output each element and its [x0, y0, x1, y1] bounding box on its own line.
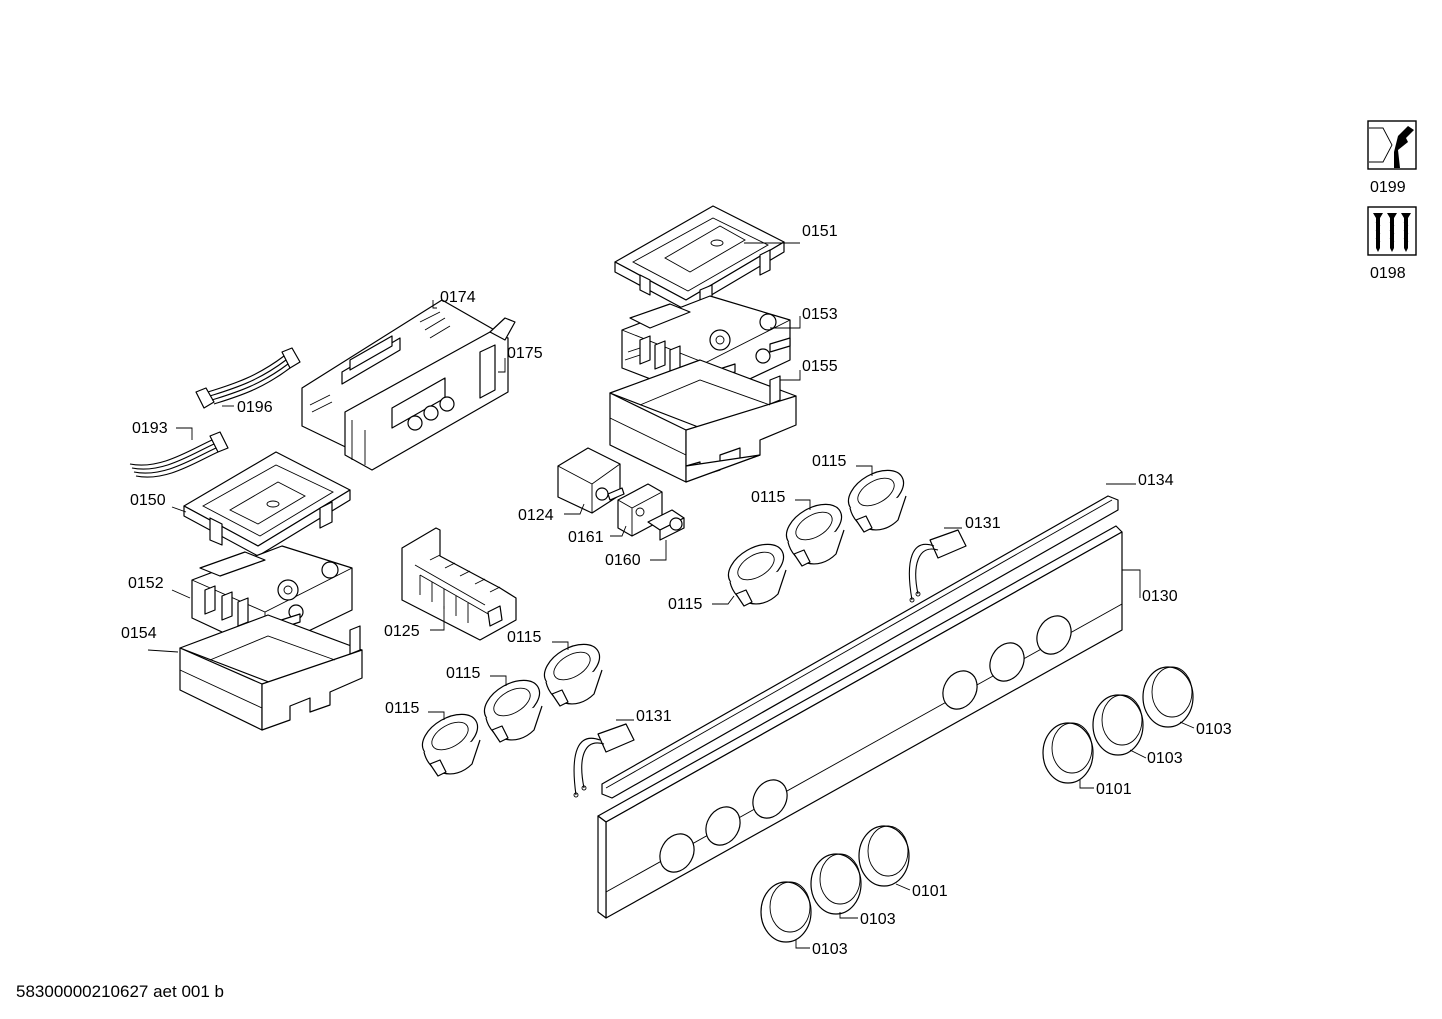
label-0160: 0160	[605, 552, 641, 569]
selector-switch-0124	[557, 447, 625, 514]
knob-0103-bottom-b	[760, 881, 812, 943]
label-0134: 0134	[1138, 472, 1174, 489]
label-0125: 0125	[384, 623, 420, 640]
label-0115-c: 0115	[668, 596, 703, 613]
holder-0161	[617, 483, 663, 537]
knob-0103-bottom-a	[810, 853, 862, 915]
label-0151: 0151	[802, 223, 838, 240]
control-panel-0130	[597, 525, 1123, 919]
label-0154: 0154	[121, 625, 157, 642]
knob-holder-0115-lower-c	[421, 713, 481, 777]
label-0103-b: 0103	[1147, 750, 1183, 767]
document-id: 58300000210627 aet 001 b	[16, 982, 224, 1001]
label-0115-a: 0115	[812, 453, 847, 470]
wrench-icon[interactable]	[1367, 120, 1417, 170]
lamp-socket-0131-upper	[908, 529, 967, 603]
knob-0103-right-b	[1092, 694, 1144, 756]
label-0152: 0152	[128, 575, 164, 592]
lamp-0160	[647, 509, 685, 541]
label-0196: 0196	[237, 399, 273, 416]
label-0101-b: 0101	[912, 883, 948, 900]
label-0115-d: 0115	[507, 629, 542, 646]
label-0161: 0161	[568, 529, 604, 546]
housing-0155	[609, 359, 797, 483]
bracket-0175	[344, 317, 516, 471]
label-0150: 0150	[130, 492, 166, 509]
label-0131-a: 0131	[965, 515, 1001, 532]
label-0175: 0175	[507, 345, 543, 362]
screws-icon[interactable]	[1367, 206, 1417, 256]
module-cover-0151	[614, 205, 785, 313]
label-0115-b: 0115	[751, 489, 786, 506]
knob-0101-bottom	[858, 825, 910, 887]
wrench-label: 0199	[1370, 179, 1406, 196]
trim-strip-0134	[601, 495, 1119, 799]
module-cover-0150	[183, 451, 351, 557]
label-0131-b: 0131	[636, 708, 672, 725]
label-0155: 0155	[802, 358, 838, 375]
knob-holder-0115-upper-a	[847, 469, 907, 533]
knob-0103-right-a	[1142, 666, 1194, 728]
label-0103-a: 0103	[1196, 721, 1232, 738]
cable-0193	[129, 431, 229, 478]
knob-holder-0115-upper-c	[727, 543, 787, 607]
label-0130: 0130	[1142, 588, 1178, 605]
switch-module-0152	[191, 545, 353, 653]
knob-holder-0115-lower-a	[543, 643, 603, 707]
lamp-socket-0131-lower	[573, 723, 635, 798]
label-0124: 0124	[518, 507, 554, 524]
cable-harness-0196	[195, 347, 301, 409]
label-0103-d: 0103	[812, 941, 848, 958]
knob-holder-0115-lower-b	[483, 679, 543, 743]
label-0153: 0153	[802, 306, 838, 323]
label-0193: 0193	[132, 420, 168, 437]
label-0174: 0174	[440, 289, 476, 306]
knob-0101-right	[1042, 722, 1094, 784]
screws-label: 0198	[1370, 265, 1406, 282]
knob-holder-0115-upper-b	[785, 503, 845, 567]
label-0101-a: 0101	[1096, 781, 1132, 798]
housing-0154	[179, 614, 363, 731]
label-0115-f: 0115	[385, 700, 420, 717]
rotary-switch-0125	[401, 527, 517, 641]
label-0115-e: 0115	[446, 665, 481, 682]
label-0103-c: 0103	[860, 911, 896, 928]
